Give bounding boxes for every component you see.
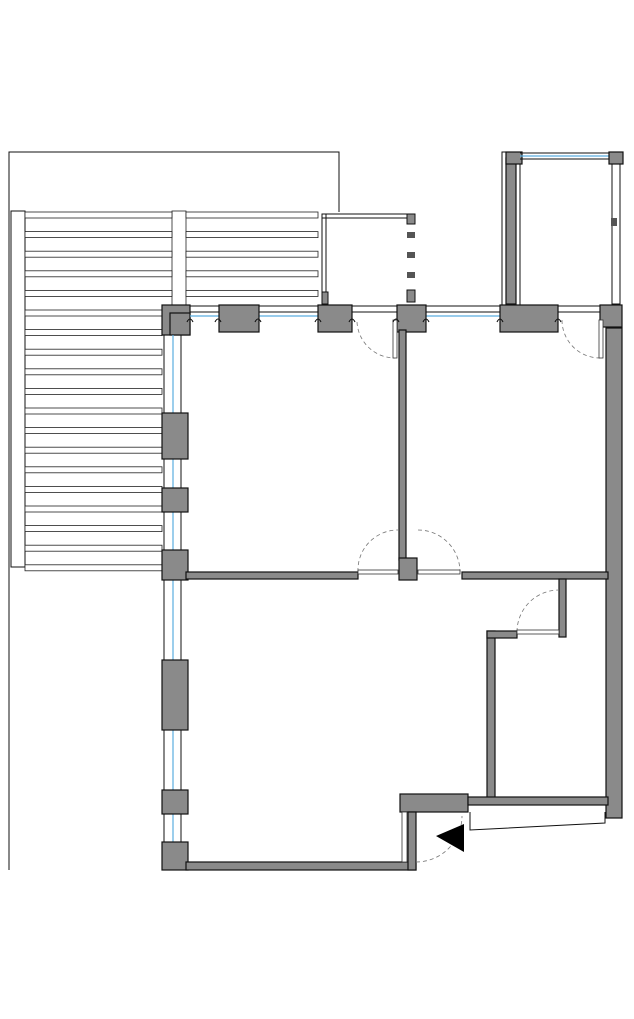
hinge-mark [314,318,322,323]
deck-slat [24,329,163,337]
deck-slat [185,211,319,219]
deck-slat [24,289,173,297]
hinge-mark [186,318,194,323]
deck-slat [24,485,163,493]
balcony-top-right [501,151,624,308]
hinge-mark [392,318,400,323]
deck-slat [24,544,163,552]
deck-slat [185,289,319,297]
balcony-railing [321,213,416,305]
deck-slat [24,211,173,219]
hinge-mark [254,318,262,323]
deck-slat [24,427,163,435]
door-upper-left-lower [357,529,399,575]
door-upper-right-lower [417,529,461,575]
deck-slats [10,210,319,572]
door-upper-right-room [561,319,604,359]
hinge-mark [422,318,430,323]
deck-slat [24,525,163,532]
hinge-mark [554,318,562,323]
door-closet [516,589,560,635]
deck-slat [185,231,319,239]
exterior-walls [161,304,623,871]
deck-slat [24,309,163,317]
deck-slat [24,348,163,356]
hinge-mark [348,318,356,323]
deck-slat [24,231,173,239]
deck-slat [24,368,163,376]
hinge-mark [496,318,504,323]
deck-slat [24,407,163,415]
deck-slat [24,466,163,474]
interior-walls [185,329,609,871]
deck-slat [24,270,173,278]
entrance-arrow [436,812,606,852]
deck-slat [24,505,163,513]
window-hardware [186,318,562,323]
deck-slat [24,446,163,454]
deck-slat [24,564,163,572]
deck-slat [24,387,163,395]
door-upper-left-room [356,319,398,359]
balcony [8,151,416,870]
door-entrance [401,811,463,863]
hinge-mark [214,318,222,323]
deck-slat [185,270,319,278]
deck-slat [24,250,173,258]
deck-slat [185,250,319,258]
